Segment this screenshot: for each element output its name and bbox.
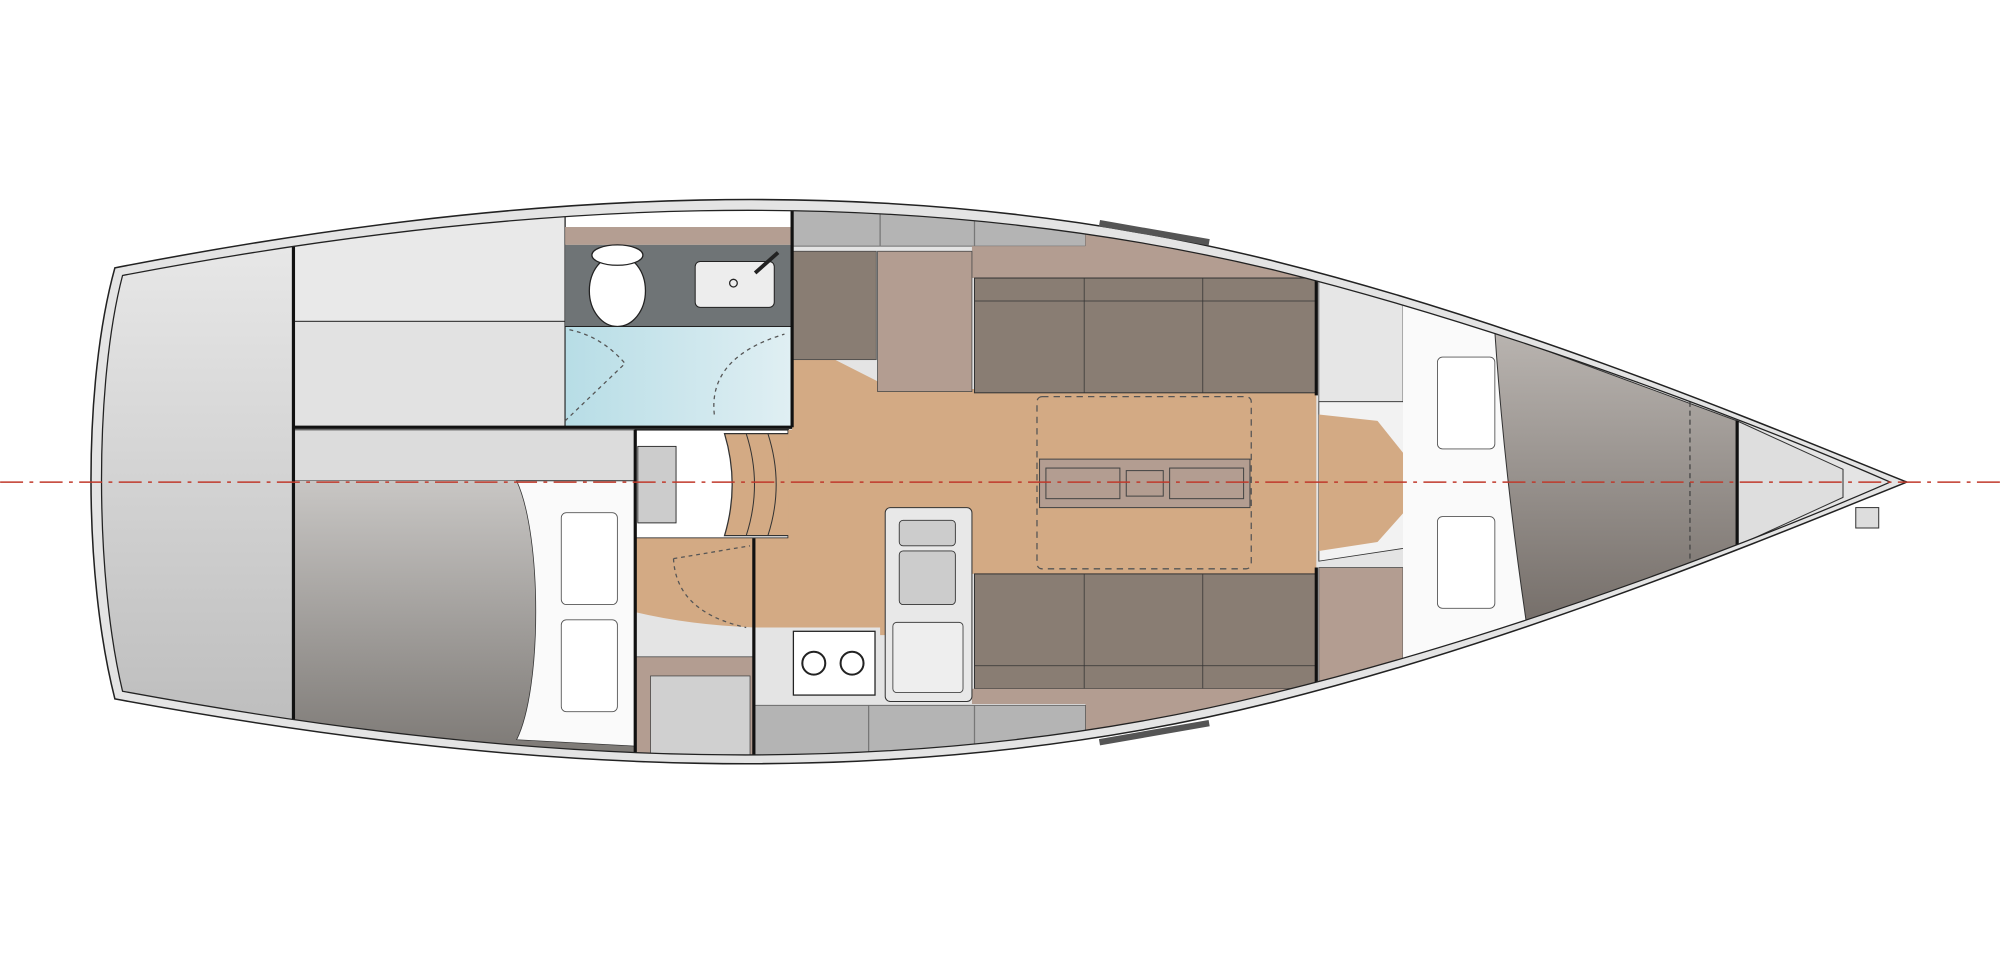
door-swing bbox=[564, 328, 626, 422]
saloon-settee-port bbox=[973, 277, 1317, 394]
shower-area bbox=[564, 325, 793, 428]
aft-locker-lower bbox=[292, 429, 636, 482]
hanging-locker bbox=[650, 675, 751, 755]
pillow bbox=[1437, 356, 1496, 450]
pillow bbox=[560, 619, 618, 713]
bulkheads bbox=[291, 210, 1318, 755]
nav-table bbox=[877, 250, 973, 392]
engine-icon bbox=[637, 445, 677, 524]
stern-area bbox=[101, 210, 294, 755]
saloon-settee-starboard bbox=[973, 573, 1317, 690]
deck-hatch bbox=[1098, 220, 1210, 246]
head-shelf bbox=[565, 227, 793, 245]
deck-hatch bbox=[1098, 719, 1210, 746]
stove-icon bbox=[792, 630, 876, 696]
galley-sink-icon bbox=[898, 550, 956, 605]
washbasin-icon bbox=[694, 260, 775, 308]
saloon-table-outline bbox=[1036, 396, 1252, 570]
pillow bbox=[1437, 516, 1496, 609]
galley-sink-icon bbox=[898, 519, 956, 547]
forward-berth bbox=[1494, 330, 1738, 652]
bow-fitting bbox=[1855, 507, 1880, 529]
pillow bbox=[560, 512, 618, 605]
door-swing bbox=[713, 333, 785, 415]
saloon-table bbox=[1039, 458, 1251, 509]
aft-locker-mid bbox=[292, 320, 566, 428]
aft-cabin-entry-floor bbox=[635, 538, 754, 628]
hull-inner-line bbox=[100, 209, 1892, 756]
fridge-lid bbox=[892, 621, 964, 693]
nav-seat bbox=[791, 250, 877, 361]
door-swing bbox=[672, 545, 751, 629]
toilet-seat bbox=[591, 244, 644, 266]
